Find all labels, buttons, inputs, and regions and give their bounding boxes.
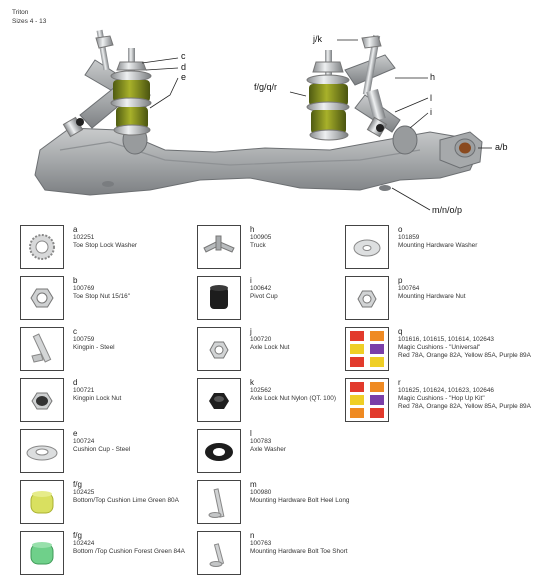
- short-bolt-icon: [209, 543, 225, 567]
- part-number: 100720: [250, 336, 272, 343]
- axle-washer-icon: [205, 443, 233, 461]
- part-desc: Bottom /Top Cushion Forest Green 84A: [73, 548, 185, 555]
- part-number: 100764: [398, 285, 420, 292]
- part-number: 100721: [73, 387, 95, 394]
- skate-plate: [34, 125, 483, 196]
- part-letter: f/g: [73, 480, 82, 489]
- part-letter: q: [398, 327, 403, 336]
- mounting-washer-icon: [353, 239, 381, 257]
- callout-ab: a/b: [495, 142, 508, 152]
- hex-nut-icon: [30, 288, 54, 308]
- axle-lock-nut-icon: [209, 341, 229, 359]
- part-letter: k: [250, 378, 254, 387]
- kingpin-icon: [31, 333, 52, 363]
- callout-jk: j/k: [313, 34, 322, 44]
- part-number: 100905: [250, 234, 272, 241]
- pivot-cup-icon: [210, 285, 228, 309]
- lime-cushion-icon: [30, 491, 54, 514]
- part-number: 102425: [73, 489, 95, 496]
- callout-leaders: [141, 39, 492, 211]
- cushion-cup-icon: [26, 445, 58, 461]
- truck-icon: [203, 235, 235, 253]
- part-colors: Red 78A, Orange 82A, Yellow 85A, Purple …: [398, 352, 531, 359]
- part-letter: e: [73, 429, 78, 438]
- nylon-lock-nut-icon: [209, 393, 229, 409]
- callout-i: i: [430, 107, 432, 117]
- part-desc: Mounting Hardware Bolt Heel Long: [250, 497, 350, 504]
- product-sizes: Sizes 4 - 13: [12, 18, 47, 25]
- part-desc: Axle Lock Nut: [250, 344, 290, 351]
- part-letter: p: [398, 276, 403, 285]
- part-letter: m: [250, 480, 257, 489]
- green-cushion-icon: [30, 542, 54, 565]
- part-letter: d: [73, 378, 78, 387]
- lock-nut-icon: [31, 392, 53, 410]
- part-letter: h: [250, 225, 255, 234]
- part-number: 100763: [250, 540, 272, 547]
- part-number: 101625, 101624, 101623, 102646: [398, 387, 494, 394]
- part-number: 100724: [73, 438, 95, 445]
- left-kingpin-stack: [110, 48, 152, 136]
- part-letter: a: [73, 225, 78, 234]
- part-desc: Axle Lock Nut Nylon (QT. 100): [250, 395, 336, 402]
- part-letter: r: [398, 378, 401, 387]
- part-desc: Mounting Hardware Washer: [398, 242, 478, 249]
- plate-assembly-diagram: [34, 29, 492, 211]
- part-number: 100759: [73, 336, 95, 343]
- part-letter: l: [250, 429, 252, 438]
- part-number: 101616, 101615, 101614, 102643: [398, 336, 494, 343]
- part-desc: Magic Cushions - "Universal": [398, 344, 481, 351]
- callout-l: l: [430, 93, 432, 103]
- part-letter: j: [250, 327, 252, 336]
- header: Triton Sizes 4 - 13: [12, 8, 46, 26]
- right-truck: [344, 34, 401, 138]
- part-desc: Axle Washer: [250, 446, 286, 453]
- part-desc: Kingpin Lock Nut: [73, 395, 122, 402]
- magic-cushions-hopup-icon: [350, 382, 384, 418]
- part-letter: o: [398, 225, 403, 234]
- part-desc: Magic Cushions - "Hop Up Kit": [398, 395, 485, 402]
- part-number: 102562: [250, 387, 272, 394]
- part-colors: Red 78A, Orange 82A, Yellow 85A, Purple …: [398, 403, 531, 410]
- part-letter: b: [73, 276, 78, 285]
- part-letter: f/g: [73, 531, 82, 540]
- part-desc: Mounting Hardware Bolt Toe Short: [250, 548, 348, 555]
- part-letter: c: [73, 327, 77, 336]
- part-desc: Cushion Cup - Steel: [73, 446, 131, 453]
- part-number: 100769: [73, 285, 95, 292]
- lock-washer-icon: [29, 234, 55, 260]
- callout-fgqr: f/g/q/r: [254, 82, 278, 92]
- callout-c: c: [181, 51, 186, 61]
- callout-e: e: [181, 72, 187, 82]
- part-desc: Bottom/Top Cushion Lime Green 80A: [73, 497, 179, 504]
- part-letter: n: [250, 531, 255, 540]
- part-desc: Pivot Cup: [250, 293, 278, 300]
- part-number: 102424: [73, 540, 95, 547]
- magic-cushions-universal-icon: [350, 331, 384, 367]
- part-number: 101859: [398, 234, 420, 241]
- part-desc: Toe Stop Nut 15/16": [73, 293, 130, 300]
- part-number: 100980: [250, 489, 272, 496]
- callout-mnop: m/n/o/p: [432, 205, 463, 215]
- part-number: 102251: [73, 234, 95, 241]
- callout-d: d: [181, 62, 187, 72]
- part-letter: i: [250, 276, 252, 285]
- part-desc: Toe Stop Lock Washer: [73, 242, 138, 249]
- right-kingpin-stack: [306, 50, 350, 141]
- part-number: 100642: [250, 285, 272, 292]
- callout-h: h: [430, 72, 436, 82]
- part-desc: Truck: [250, 242, 266, 249]
- part-number: 100783: [250, 438, 272, 445]
- part-desc: Mounting Hardware Nut: [398, 293, 466, 300]
- mounting-nut-icon: [357, 290, 377, 308]
- long-bolt-icon: [208, 488, 225, 518]
- part-desc: Kingpin - Steel: [73, 344, 115, 351]
- product-title: Triton: [12, 9, 29, 16]
